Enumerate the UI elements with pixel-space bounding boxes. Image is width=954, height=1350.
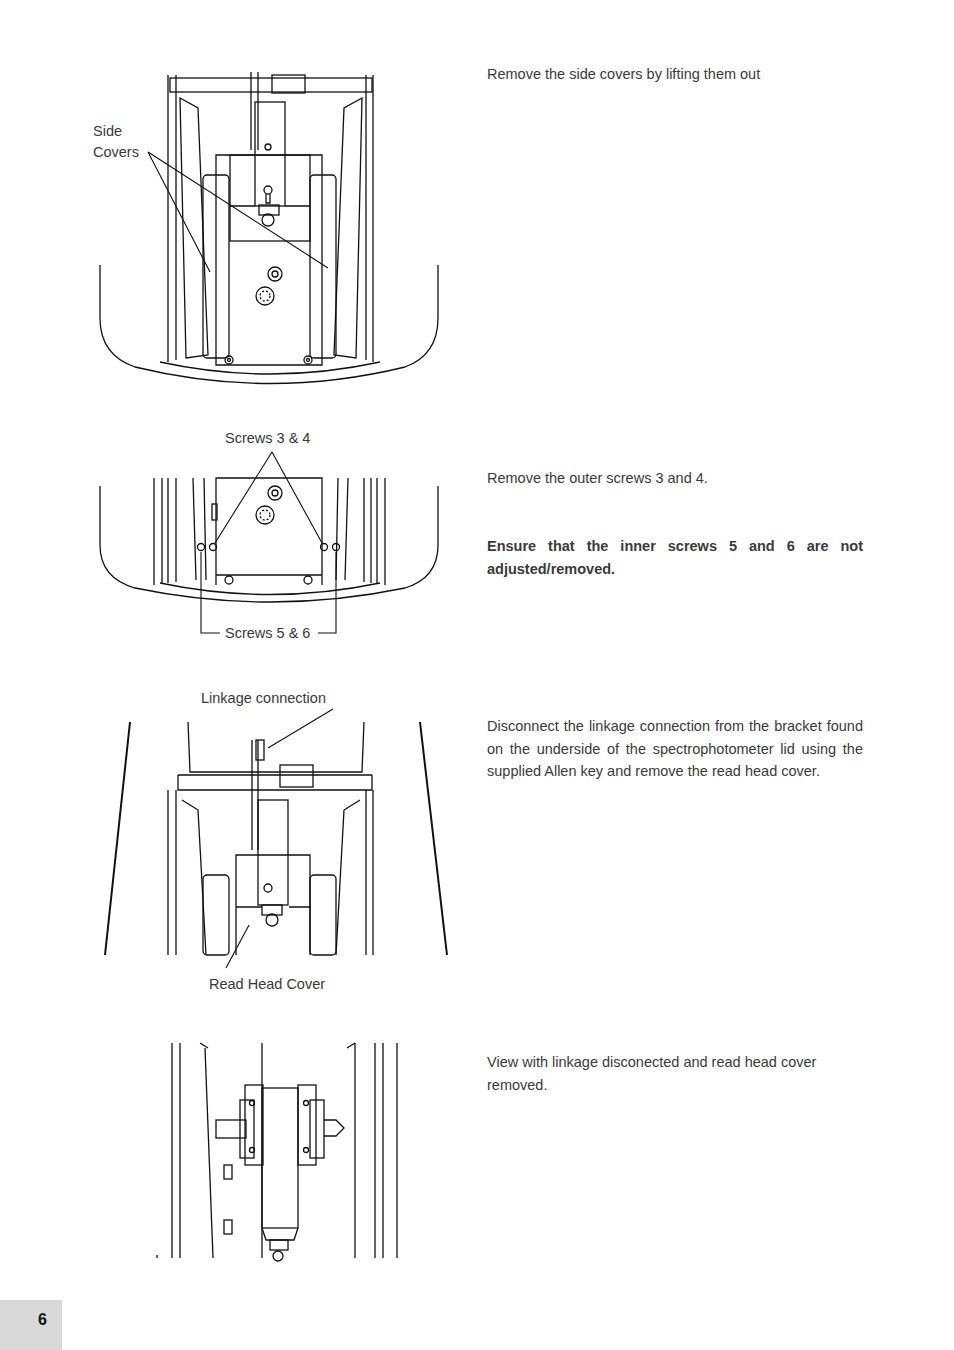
linkage-view — [105, 709, 447, 968]
callout-label: Screws 5 & 6 — [225, 623, 335, 644]
line-art — [324, 1120, 344, 1136]
line-art — [230, 155, 310, 241]
callout-label: Linkage connection — [201, 688, 361, 709]
line-art — [266, 914, 278, 926]
callout-label: Side Covers — [93, 121, 149, 163]
line-art — [255, 102, 285, 206]
page-number: 6 — [38, 1309, 58, 1330]
line-art — [236, 855, 310, 955]
line-art — [310, 1100, 324, 1158]
line-art — [256, 740, 264, 760]
line-art — [168, 75, 373, 362]
line-art — [334, 98, 362, 358]
line-art — [266, 194, 270, 203]
line-art — [264, 186, 272, 194]
callout-label: Read Head Cover — [209, 974, 349, 995]
line-art — [205, 1043, 262, 1258]
read-head-exposed-view — [157, 1043, 397, 1261]
line-art — [170, 78, 372, 92]
line-art — [216, 574, 322, 575]
instruction-text: Remove the outer screws 3 and 4. — [487, 468, 867, 489]
line-art — [268, 267, 282, 281]
line-art — [215, 452, 322, 543]
line-art — [100, 486, 438, 602]
instruction-text: View with linkage disconected and read h… — [487, 1051, 852, 1097]
line-art — [168, 790, 373, 955]
line-art — [216, 1120, 246, 1138]
line-art — [236, 906, 310, 907]
line-art — [148, 152, 328, 272]
line-art — [224, 1165, 232, 1179]
line-art — [216, 478, 322, 585]
line-art — [273, 1251, 283, 1261]
line-art — [268, 486, 282, 500]
line-art — [264, 884, 272, 892]
line-art — [100, 265, 438, 384]
line-art — [304, 576, 312, 584]
line-art — [265, 144, 271, 150]
line-art — [272, 490, 278, 496]
line-art — [310, 875, 336, 955]
line-art — [200, 1043, 355, 1048]
line-art — [355, 1043, 397, 1258]
line-art — [188, 722, 364, 772]
line-art — [228, 359, 231, 362]
screw-locations-view — [100, 452, 438, 633]
page-number-tab — [0, 1300, 62, 1350]
line-art — [250, 1148, 255, 1153]
line-art — [262, 1228, 298, 1240]
line-art — [240, 1100, 254, 1158]
line-art — [272, 75, 305, 93]
line-art — [154, 478, 176, 585]
line-art — [105, 722, 447, 955]
instruction-text: Remove the side covers by lifting them o… — [487, 64, 867, 85]
line-art — [225, 576, 233, 584]
line-art — [201, 552, 336, 633]
warning-text: Ensure that the inner screws 5 and 6 are… — [487, 535, 863, 581]
line-art — [157, 1043, 180, 1258]
line-art — [251, 72, 258, 150]
line-art — [304, 356, 312, 364]
line-art — [224, 1220, 232, 1234]
line-art — [262, 214, 274, 226]
line-art — [364, 478, 385, 585]
line-art — [310, 175, 336, 358]
line-art — [260, 510, 270, 520]
line-art — [216, 155, 322, 365]
line-art — [321, 544, 328, 551]
line-art — [225, 356, 233, 364]
line-art — [252, 740, 258, 850]
line-art — [250, 1101, 255, 1106]
line-art — [160, 583, 380, 595]
line-art — [245, 1085, 263, 1165]
line-art — [178, 775, 372, 790]
line-art — [298, 1085, 316, 1165]
line-art — [304, 1101, 309, 1106]
line-art — [198, 544, 205, 551]
line-art — [226, 709, 333, 968]
line-art — [262, 1088, 298, 1228]
line-art — [182, 800, 360, 955]
callout-label: Screws 3 & 4 — [225, 428, 335, 449]
instrument-top-view — [100, 72, 438, 384]
instruction-text: Disconnect the linkage connection from t… — [487, 715, 863, 783]
line-art — [256, 287, 274, 305]
line-art — [230, 205, 310, 206]
line-art — [304, 1148, 309, 1153]
line-art — [203, 875, 229, 955]
line-art — [333, 544, 340, 551]
line-art — [270, 1240, 288, 1250]
line-art — [210, 544, 217, 551]
line-art — [160, 362, 380, 374]
line-art — [258, 800, 288, 905]
line-art — [180, 98, 208, 358]
line-art — [212, 504, 217, 520]
line-art — [307, 359, 310, 362]
line-art — [260, 291, 270, 301]
line-art — [280, 765, 313, 787]
line-art — [256, 506, 274, 524]
line-art — [272, 271, 278, 277]
